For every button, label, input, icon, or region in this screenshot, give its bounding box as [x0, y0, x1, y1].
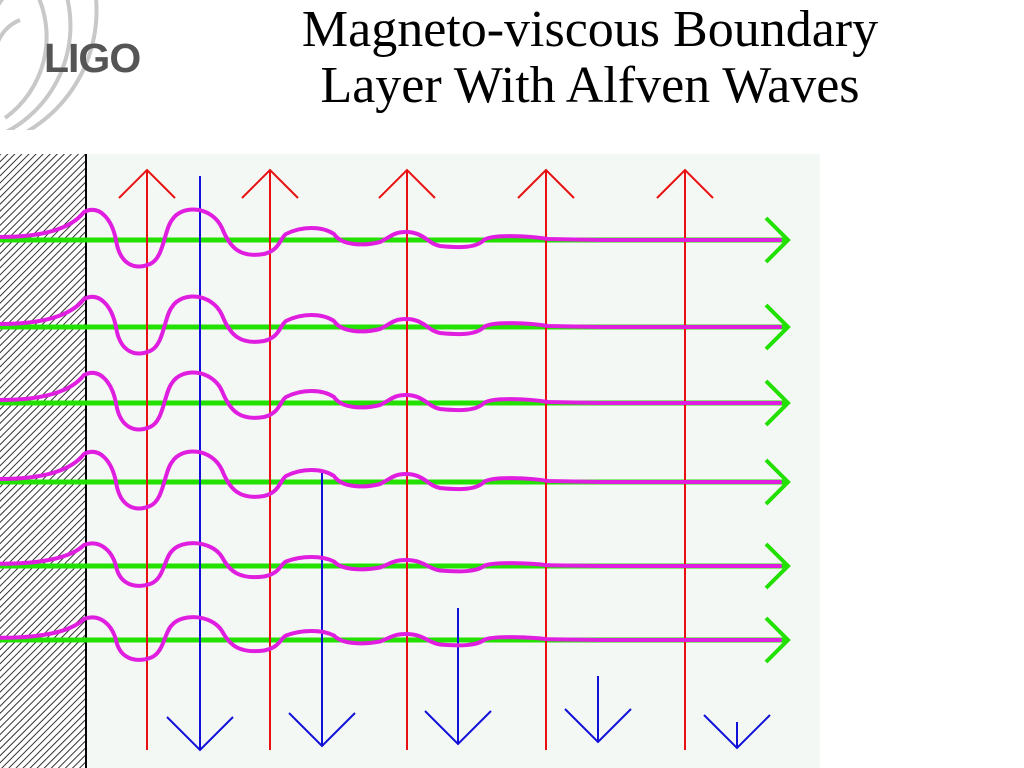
alfven-down-arrowhead: [424, 710, 492, 746]
diagram-panel: [0, 154, 820, 768]
alfven-up-arrowhead: [241, 168, 299, 199]
hatched-wall: [0, 154, 86, 768]
alfven-up-arrowhead: [118, 168, 176, 199]
perturbed-field-line: [0, 207, 782, 269]
perturbed-field-line: [0, 449, 782, 511]
perturbed-field-line: [0, 370, 782, 432]
slide-title: Magneto-viscous Boundary Layer With Alfv…: [200, 2, 980, 114]
flow-arrowhead: [764, 303, 791, 351]
flow-arrowhead: [764, 616, 791, 664]
boundary-layer-diagram: [0, 154, 820, 768]
alfven-up-arrowhead: [656, 168, 714, 199]
slide-title-line-2: Layer With Alfven Waves: [320, 57, 860, 114]
perturbed-field-line: [0, 294, 782, 356]
alfven-up-arrowhead: [378, 168, 436, 199]
alfven-up-arrowhead: [517, 168, 575, 199]
flow-arrowhead: [764, 216, 791, 264]
perturbed-field-line: [0, 541, 782, 588]
ligo-logo: LIGO: [44, 35, 141, 81]
ligo-rings-icon: [0, 0, 99, 130]
alfven-down-arrowhead: [288, 712, 356, 748]
flow-arrowhead: [764, 542, 791, 590]
alfven-down-arrowhead: [166, 716, 234, 752]
flow-arrowhead: [764, 379, 791, 427]
flow-arrowhead: [764, 458, 791, 506]
alfven-down-arrowhead: [703, 714, 771, 750]
slide-title-line-1: Magneto-viscous Boundary: [301, 1, 879, 58]
perturbed-field-line: [0, 615, 782, 662]
alfven-down-arrowhead: [564, 708, 632, 744]
